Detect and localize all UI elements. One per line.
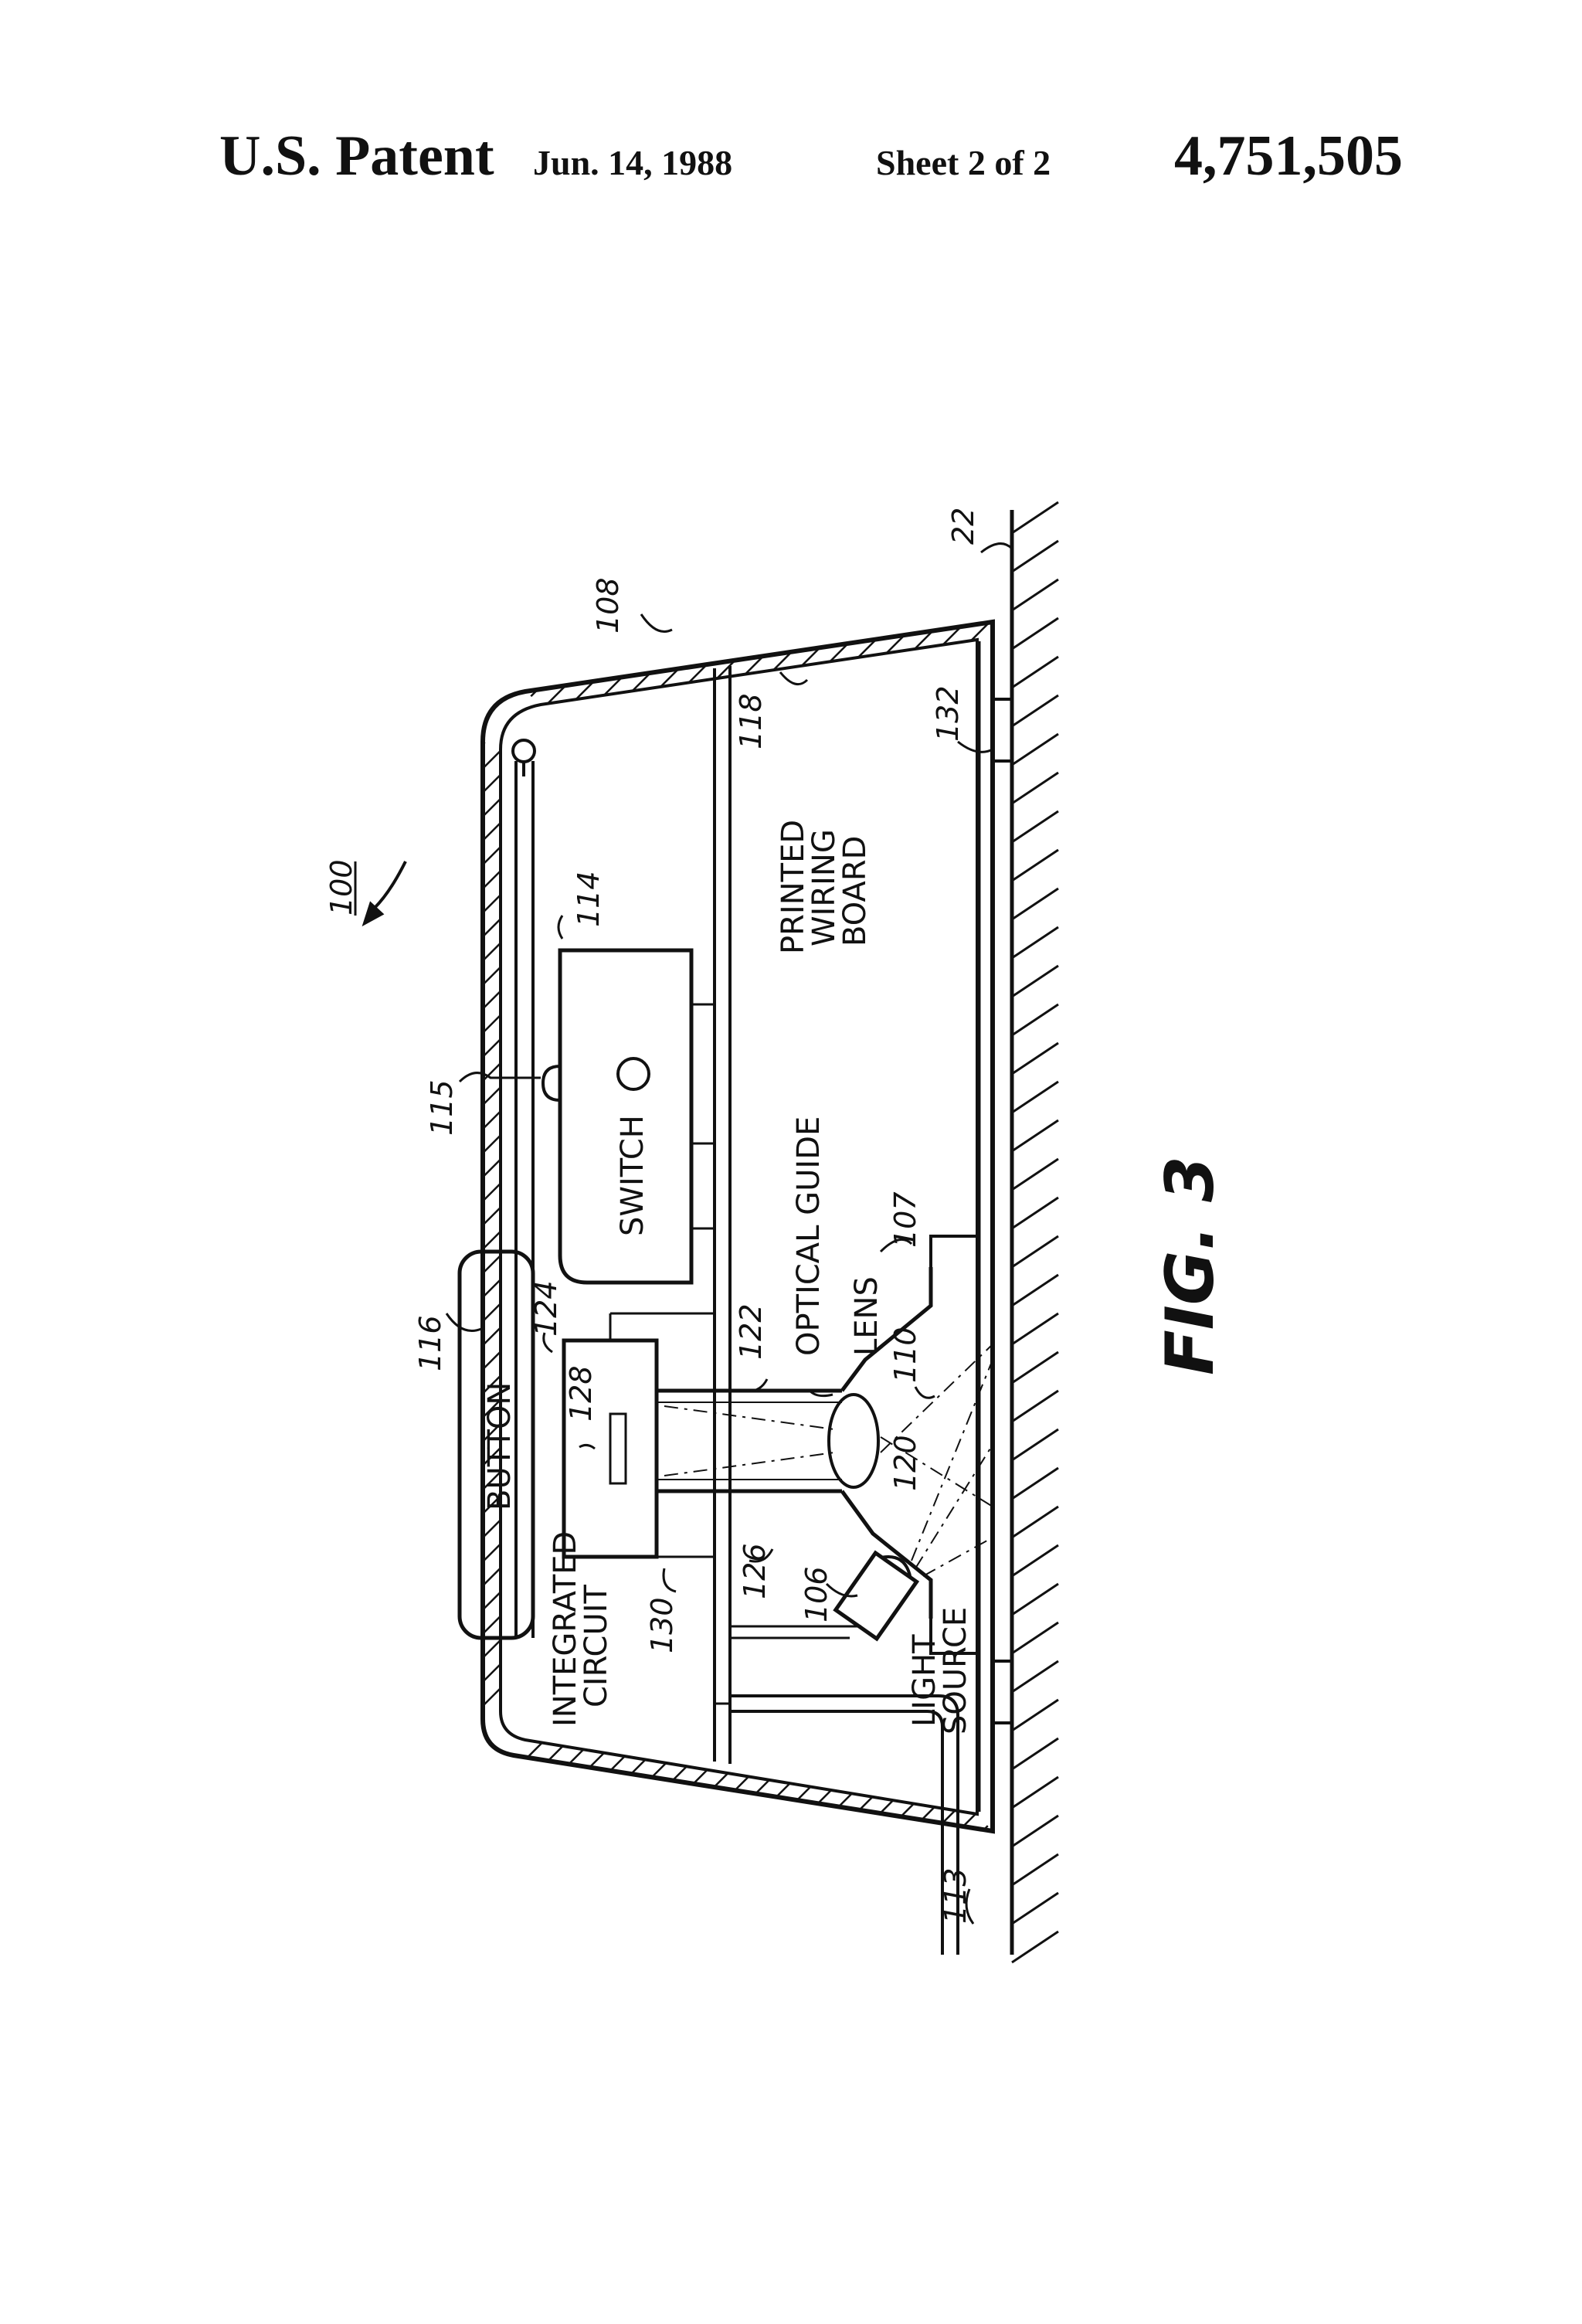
label-pwb-2: WIRING	[806, 829, 842, 946]
foot-132	[991, 698, 1013, 763]
switch-actuator	[616, 1057, 650, 1091]
ref-116: 116	[413, 1315, 447, 1371]
ref-106: 106	[799, 1566, 833, 1622]
label-light-source-2: SOURCE	[938, 1607, 973, 1735]
ref-118: 118	[734, 693, 768, 749]
label-optical-guide: OPTICAL GUIDE	[791, 1116, 827, 1356]
ref-128: 128	[564, 1365, 598, 1422]
support-107	[929, 1235, 977, 1267]
label-pwb-3: BOARD	[837, 836, 873, 946]
ref-130: 130	[645, 1597, 679, 1653]
ref-100: 100	[324, 859, 358, 916]
ref-113: 113	[939, 1867, 973, 1924]
hinge-pin	[511, 739, 536, 763]
leader-lines	[445, 542, 1013, 1925]
ref-114: 114	[572, 871, 606, 927]
lens	[827, 1393, 880, 1489]
switch-leads	[691, 1003, 715, 1230]
patent-label: U.S. Patent	[219, 124, 494, 188]
ref-110: 110	[888, 1327, 922, 1383]
label-lens: LENS	[849, 1276, 884, 1356]
ref-115: 115	[425, 1079, 459, 1136]
lens-funnel	[840, 1267, 933, 1619]
ref-120: 120	[888, 1435, 922, 1491]
ref-108: 108	[591, 577, 625, 634]
button-body	[457, 1249, 535, 1640]
ref-132: 132	[931, 685, 965, 742]
patent-number: 4,751,505	[1174, 124, 1403, 188]
label-pwb-1: PRINTED	[776, 820, 811, 954]
ref-126: 126	[738, 1543, 772, 1599]
patent-date: Jun. 14, 1988	[533, 143, 733, 182]
ref-107: 107	[888, 1191, 922, 1248]
sheet-number: Sheet 2 of 2	[876, 143, 1051, 182]
light-source-leads	[730, 1625, 861, 1639]
housing-shell-hatch	[483, 742, 501, 1719]
optical-guide	[657, 1388, 842, 1493]
figure-caption: FIG. 3	[1152, 1156, 1229, 1375]
label-button: BUTTON	[482, 1382, 518, 1510]
ref-124: 124	[529, 1280, 563, 1337]
ref-122: 122	[734, 1303, 768, 1360]
label-ic-2: CIRCUIT	[579, 1584, 614, 1707]
ref-22: 22	[946, 508, 980, 545]
label-switch: SWITCH	[615, 1115, 650, 1236]
switch-body	[558, 948, 694, 1285]
label-light-source-1: LIGHT	[907, 1634, 942, 1727]
foot-rear	[991, 1660, 1013, 1724]
label-ic-1: INTEGRATED	[548, 1531, 583, 1727]
light-rays	[664, 1344, 993, 1577]
arrow-100	[373, 861, 407, 909]
light-source	[833, 1550, 920, 1642]
figure-labels: BUTTON SWITCH PRINTED WIRING BOARD OPTIC…	[324, 508, 1229, 1924]
ground-hatching	[1011, 501, 1059, 1964]
ic-window	[609, 1412, 627, 1485]
cable-113	[730, 1694, 959, 1955]
